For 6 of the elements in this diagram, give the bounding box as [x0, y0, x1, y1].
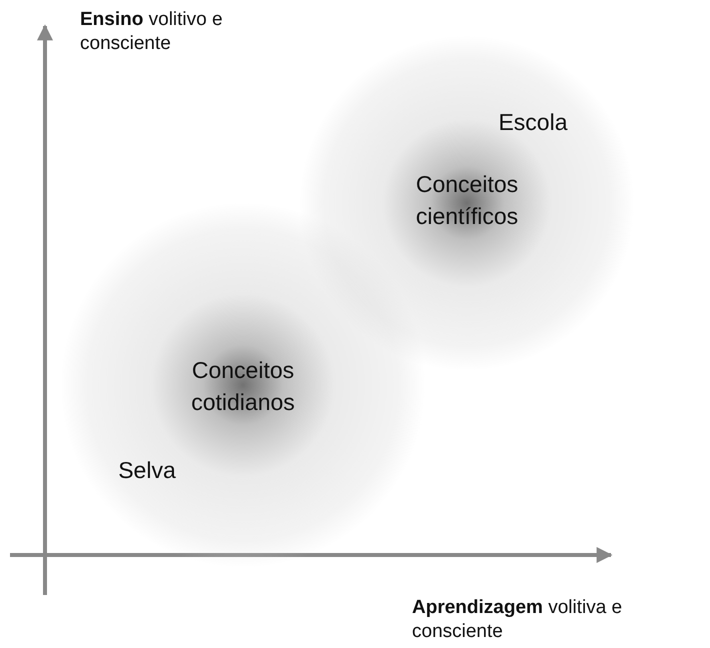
concept-label: Conceitos cotidianos — [190, 356, 296, 418]
axis-label: Ensino volitivo e consciente — [80, 8, 224, 56]
concept-label: Conceitos científicos — [414, 170, 520, 232]
place-label: Escola — [498, 108, 568, 137]
axis-label: Aprendizagem volitiva e consciente — [412, 596, 624, 644]
place-label: Selva — [117, 456, 177, 485]
